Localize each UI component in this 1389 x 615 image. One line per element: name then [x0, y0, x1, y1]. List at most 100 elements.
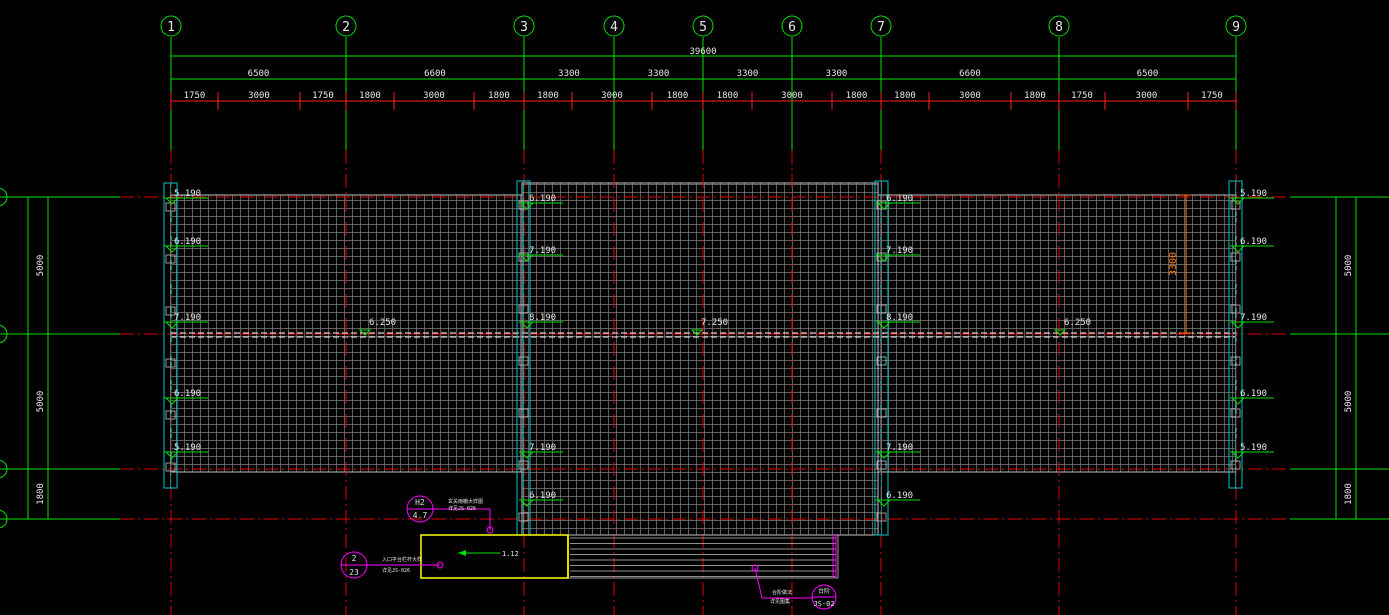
right-vdim-0: 5000: [1344, 255, 1354, 277]
column-node: [876, 252, 887, 262]
tag-stairs-bottom: JS-02: [813, 600, 834, 608]
sub-dim-2: 1750: [312, 91, 334, 101]
bay-dim-5: 3300: [826, 69, 848, 79]
column-node: [165, 358, 176, 368]
sub-dim-12: 1800: [894, 91, 916, 101]
tag-h2-bottom: 4.7: [413, 511, 428, 520]
elev-left-1: 6.190: [174, 237, 201, 247]
elev-right-2: 7.190: [1240, 313, 1267, 323]
sub-dim-3: 1800: [359, 91, 381, 101]
axis-label-5: 5: [699, 20, 707, 35]
entrance-platform: 1.12: [420, 534, 569, 579]
column-node: [165, 410, 176, 420]
axis-label-7: 7: [877, 20, 885, 35]
axis-label-4: 4: [610, 20, 618, 35]
dimension-overall: 39600: [171, 47, 1236, 57]
ridge-slope-dimension: 3300: [1168, 194, 1192, 334]
sub-dim-0: 1750: [184, 91, 206, 101]
elev-axis7-2: 8.190: [886, 313, 913, 323]
right-vdim-2: 1800: [1344, 483, 1354, 505]
elev-axis3-0: 6.190: [529, 194, 556, 204]
column-node: [165, 306, 176, 316]
tag-h2-top: H2: [415, 498, 425, 507]
axis-label-3: 3: [520, 20, 528, 35]
tag-stairs-note2: 详见图集: [770, 598, 790, 605]
axis-bubble-4: [603, 15, 625, 37]
sub-dim-8: 1800: [667, 91, 689, 101]
left-vdim-2: 1800: [36, 483, 46, 505]
sub-dim-6: 1800: [537, 91, 559, 101]
column-node: [518, 252, 529, 262]
ridge-elev-2: 6.250: [1064, 318, 1091, 328]
ridge-elev-0: 6.250: [369, 318, 396, 328]
sub-dim-13: 3000: [959, 91, 981, 101]
elevation-labels: 5.190 6.190 7.190 6.190 5.190 6.190 7.190 8.190…: [164, 189, 1274, 507]
h-axis-bubble-1: [0, 324, 8, 344]
axis-bubble-8: [1048, 15, 1070, 37]
bay-dim-0: 6500: [248, 69, 270, 79]
column-node: [876, 304, 887, 314]
elev-axis3-2: 8.190: [529, 313, 556, 323]
ridge-slope-dim-label: 3300: [1168, 252, 1179, 276]
column-node: [518, 304, 529, 314]
axis-label-6: 6: [788, 20, 796, 35]
roof-area-center: [521, 182, 879, 536]
tag-stairs-note1: 台阶做法: [772, 589, 792, 596]
axis-bubble-9: [1225, 15, 1247, 37]
bay-dim-6: 6600: [959, 69, 981, 79]
column-node: [876, 460, 887, 470]
column-node: [1230, 356, 1241, 366]
column-node: [1230, 460, 1241, 470]
ridge-mark-2: [1053, 329, 1067, 336]
tag-2-23: 2 23 入口平台栏杆大样 详见JS-026: [340, 551, 444, 579]
entrance-stairs: [567, 534, 839, 579]
axis-label-1: 1: [167, 20, 175, 35]
column-node: [518, 460, 529, 470]
ridge-elev-1: 7.250: [701, 318, 728, 328]
tag-2-note1: 入口平台栏杆大样: [382, 556, 422, 563]
sub-dim-7: 3000: [601, 91, 623, 101]
platform-slope-label: 1.12: [502, 550, 519, 558]
axis-label-9: 9: [1232, 20, 1240, 35]
bay-dim-1: 6600: [424, 69, 446, 79]
elev-axis3-1: 7.190: [529, 246, 556, 256]
column-strips: [163, 180, 1243, 536]
elev-right-4: 5.190: [1240, 443, 1267, 453]
column-node: [1230, 304, 1241, 314]
tag-stairs-top: 台阶: [818, 587, 830, 595]
axis-bubble-1: [160, 15, 182, 37]
sub-dim-4: 3000: [423, 91, 445, 101]
sub-dim-15: 1750: [1071, 91, 1093, 101]
column-node: [518, 356, 529, 366]
column-node: [876, 408, 887, 418]
dimension-sub: 1750 3000 1750 1800 3000 1800 1800 3000 1800 1800…: [170, 91, 1237, 110]
elev-right-3: 6.190: [1240, 389, 1267, 399]
tag-h2-note2: 详见JS-026: [448, 505, 476, 512]
sub-dim-17: 1750: [1201, 91, 1223, 101]
ridge-mark-1: [690, 329, 704, 336]
elev-axis7-0: 6.190: [886, 194, 913, 204]
overall-dimension-label: 39600: [689, 47, 716, 57]
axis-label-8: 8: [1055, 20, 1063, 35]
tag-2-bottom: 23: [349, 568, 359, 577]
bay-dim-2: 3300: [558, 69, 580, 79]
elev-axis3-4: 6.190: [529, 491, 556, 501]
sub-dim-5: 1800: [488, 91, 510, 101]
elev-axis7-4: 6.190: [886, 491, 913, 501]
axis-bubble-7: [870, 15, 892, 37]
horizontal-axis-lines: [0, 187, 1389, 529]
tag-h2: H2 4.7 玄关雨棚大样图 详见JS-026: [406, 495, 494, 534]
sub-dim-11: 1800: [846, 91, 868, 101]
column-node: [518, 200, 529, 210]
tag-2-top: 2: [352, 554, 357, 563]
elev-left-4: 5.190: [174, 443, 201, 453]
column-node: [165, 462, 176, 472]
column-node: [876, 356, 887, 366]
axis-bubble-6: [781, 15, 803, 37]
column-node: [876, 200, 887, 210]
elev-left-3: 6.190: [174, 389, 201, 399]
column-node: [518, 512, 529, 522]
